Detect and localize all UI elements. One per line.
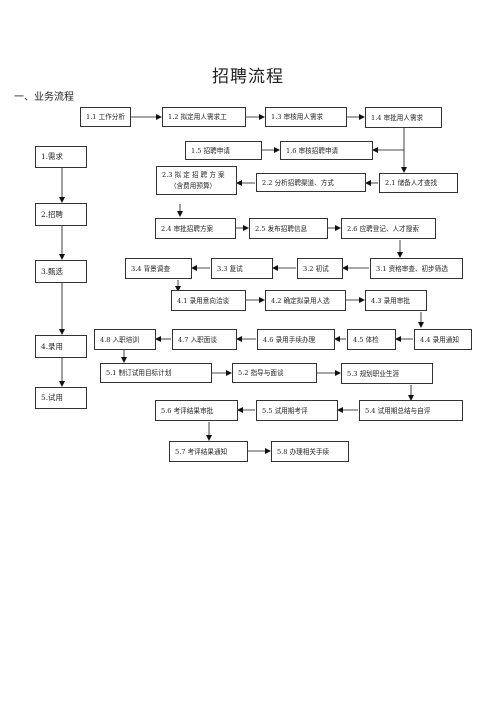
step-3-3: 3.3 复试 (211, 258, 273, 279)
step-1-5: 1.5 招聘申请 (185, 141, 262, 160)
step-1-4: 1.4 审批用人需求 (365, 107, 442, 128)
stage-2-recruit: 2.招聘 (35, 203, 87, 226)
step-4-5: 4.5 体检 (347, 329, 396, 350)
step-3-4: 3.4 背景调查 (125, 258, 192, 279)
step-1-3: 1.3 审核用人需求 (265, 107, 347, 127)
step-4-6: 4.6 录用手续办理 (257, 329, 335, 350)
page-title: 招聘流程 (212, 67, 284, 87)
step-5-2: 5.2 指导与面谈 (232, 363, 317, 383)
step-5-5: 5.5 试用期考评 (256, 400, 338, 421)
step-4-7: 4.7 入职面谈 (172, 329, 237, 350)
step-5-3: 5.3 规划职业生涯 (341, 363, 433, 384)
step-2-3: 2.3 拟 定 招 聘 方 案 （含费用预算） (156, 166, 237, 195)
step-2-3-line1: 2.3 拟 定 招 聘 方 案 (162, 170, 225, 179)
step-5-6: 5.6 考评结果审批 (155, 400, 238, 421)
step-2-3-line2: （含费用预算） (170, 181, 217, 190)
stage-5-probation: 5.试用 (35, 387, 87, 409)
step-2-5: 2.5 发布招聘信息 (249, 218, 328, 239)
stage-1-needs: 1.需求 (35, 146, 87, 168)
step-3-1: 3.1 资格审查、初步筛选 (370, 258, 463, 279)
step-1-1: 1.1 工作分析 (80, 107, 131, 127)
step-4-8: 4.8 入职培训 (94, 329, 156, 350)
step-5-1: 5.1 制订试用目标计划 (100, 363, 212, 383)
stage-4-hire: 4.录用 (35, 335, 87, 358)
step-5-8: 5.8 办理相关手续 (271, 441, 349, 462)
step-2-2: 2.2 分析招聘渠道、方式 (256, 173, 366, 192)
step-5-7: 5.7 考评结果通知 (169, 441, 248, 462)
step-3-2: 3.2 初试 (297, 258, 343, 279)
step-2-4: 2.4 审批招聘方案 (155, 218, 236, 239)
step-4-4: 4.4 录用通知 (414, 329, 472, 350)
step-4-2: 4.2 确定拟录用人选 (265, 290, 346, 311)
stage-3-select: 3.甄选 (35, 260, 87, 283)
step-1-2: 1.2 拟定用人需求工 (162, 107, 246, 127)
step-4-3: 4.3 录用审批 (365, 290, 427, 311)
arrow-1-4-1-6 (372, 128, 405, 153)
step-1-6: 1.6 审核招聘申请 (280, 141, 373, 160)
step-4-1: 4.1 录用意向洽谈 (171, 290, 246, 311)
section-heading: 一、业务流程 (14, 92, 74, 103)
step-2-6: 2.6 应聘登记、人才搜索 (341, 218, 436, 239)
step-2-1: 2.1 储备人才查找 (379, 173, 458, 193)
step-5-4: 5.4 试用期总结与自评 (359, 400, 463, 421)
